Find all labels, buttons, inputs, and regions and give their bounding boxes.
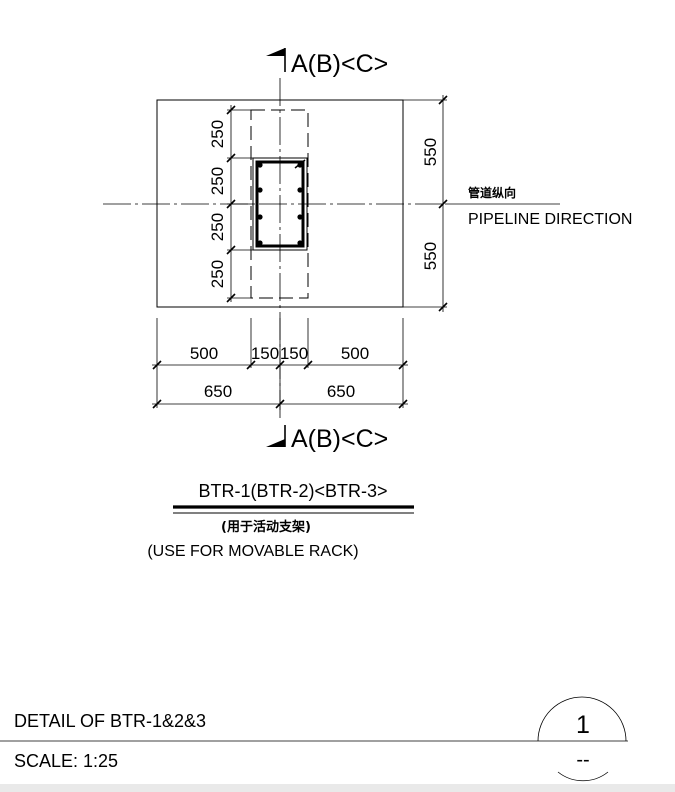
dim-bottom-6: 650	[327, 382, 355, 401]
symbol-sheet: --	[576, 749, 589, 771]
symbol-number: 1	[576, 711, 590, 739]
footer-scale: SCALE: 1:25	[14, 751, 118, 771]
dim-right-2: 550	[421, 242, 440, 270]
bottom-dimension-row1: 500 150 150 500	[152, 318, 408, 410]
dim-left-3: 250	[208, 213, 227, 241]
rebar-dots	[257, 159, 306, 246]
dim-bottom-4: 500	[341, 344, 369, 363]
section-label-top: A(B)<C>	[291, 50, 388, 78]
section-mark-bottom: A(B)<C>	[266, 425, 388, 453]
detail-title: BTR-1(BTR-2)<BTR-3>	[198, 481, 387, 501]
dim-left-4: 250	[208, 260, 227, 288]
section-label-bottom: A(B)<C>	[291, 425, 388, 453]
bottom-dimension-row2: 650 650	[152, 368, 408, 409]
left-dimension-chain: 250 250 250 250	[208, 105, 253, 303]
usage-cn: (用于活动支架)	[221, 519, 311, 535]
dim-bottom-2: 150	[251, 344, 279, 363]
dim-left-2: 250	[208, 167, 227, 195]
viewport-bottom-strip	[0, 784, 675, 792]
dim-bottom-1: 500	[190, 344, 218, 363]
direction-en: PIPELINE DIRECTION	[468, 211, 632, 228]
footer-title: DETAIL OF BTR-1&2&3	[14, 711, 206, 731]
section-mark-top: A(B)<C>	[266, 48, 388, 78]
dim-left-1: 250	[208, 120, 227, 148]
dim-bottom-3: 150	[280, 344, 308, 363]
right-dimension-chain: 550 550	[403, 95, 448, 312]
dim-right-1: 550	[421, 138, 440, 166]
footing-outline	[156, 99, 404, 308]
direction-cn: 管道纵向	[468, 185, 516, 200]
detail-symbol: 1 --	[537, 696, 627, 782]
dim-bottom-5: 650	[204, 382, 232, 401]
usage-en: (USE FOR MOVABLE RACK)	[147, 543, 358, 560]
